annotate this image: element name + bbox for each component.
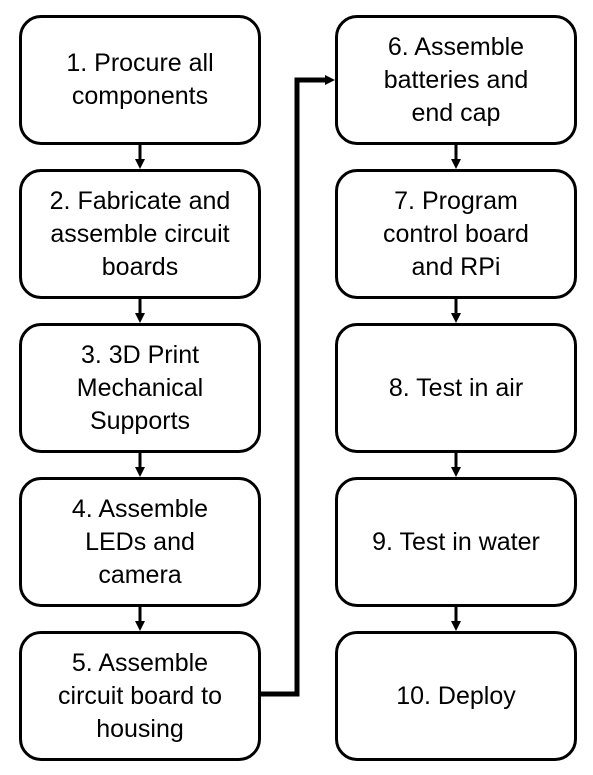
step-3-label: 3. 3D Print Mechanical Supports <box>76 340 204 435</box>
arrow-step-5-to-6 <box>261 75 335 697</box>
step-8-label: 8. Test in air <box>388 373 524 402</box>
step-10-box: 10. Deploy <box>335 631 577 761</box>
step-7-label: 7. Program control board and RPi <box>383 186 529 281</box>
step-7-box: 7. Program control board and RPi <box>335 169 577 299</box>
step-10-label: 10. Deploy <box>396 681 516 710</box>
step-4-label: 4. Assemble LEDs and camera <box>71 494 209 589</box>
step-2-label: 2. Fabricate and assemble circuit boards <box>49 186 231 281</box>
step-4-box: 4. Assemble LEDs and camera <box>19 477 261 607</box>
step-5-box: 5. Assemble circuit board to housing <box>19 631 261 761</box>
step-1-label: 1. Procure all components <box>66 49 214 110</box>
step-6-label: 6. Assemble batteries and end cap <box>383 32 529 127</box>
step-8-box: 8. Test in air <box>335 323 577 453</box>
step-9-box: 9. Test in water <box>335 477 577 607</box>
step-5-label: 5. Assemble circuit board to housing <box>58 648 222 743</box>
step-9-label: 9. Test in water <box>372 527 540 556</box>
step-2-box: 2. Fabricate and assemble circuit boards <box>19 169 261 299</box>
step-3-box: 3. 3D Print Mechanical Supports <box>19 323 261 453</box>
step-6-box: 6. Assemble batteries and end cap <box>335 15 577 145</box>
step-1-box: 1. Procure all components <box>19 15 261 145</box>
